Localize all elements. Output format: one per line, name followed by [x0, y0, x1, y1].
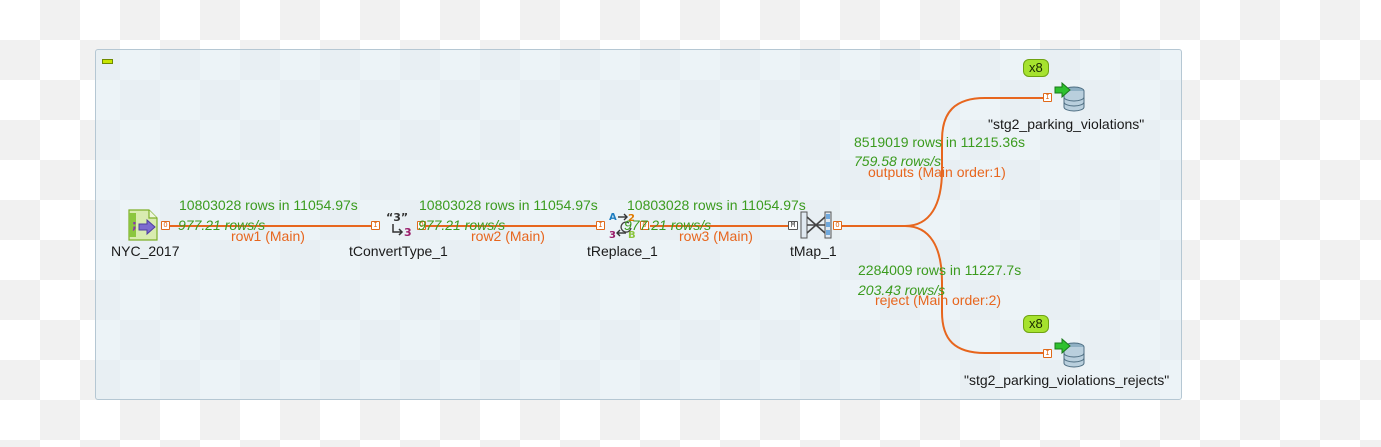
outputs-wire[interactable] [842, 97, 1044, 227]
parallel-badge-rejects: x8 [1023, 315, 1049, 333]
tmap-icon[interactable] [800, 209, 832, 241]
component-label-convert: tConvertType_1 [349, 243, 448, 259]
replace-output-port[interactable]: O [640, 221, 649, 230]
svg-text:;: ; [132, 218, 137, 232]
tmap-main-input-port[interactable]: M [788, 221, 798, 230]
file-input-icon[interactable]: ; [127, 209, 159, 241]
component-label-rejects: "stg2_parking_violations_rejects" [964, 372, 1170, 388]
row2-link-name[interactable]: row2 (Main) [471, 228, 545, 244]
component-label-tmap: tMap_1 [790, 243, 837, 259]
row2-rate: 977.21 rows/s [418, 217, 506, 233]
subjob-collapse-handle[interactable] [102, 59, 113, 64]
tmap-output-port[interactable]: O [833, 221, 842, 230]
outputs-stats: 8519019 rows in 11215.36s [854, 134, 1025, 150]
replace-input-port[interactable]: I [596, 221, 605, 230]
svg-text:2: 2 [628, 213, 635, 224]
row1-link-name[interactable]: row1 (Main) [231, 228, 305, 244]
svg-text:“3”: “3” [386, 211, 408, 224]
reject-link-name[interactable]: reject (Main order:2) [875, 292, 1002, 308]
convert-type-icon[interactable]: “3” 3 [382, 209, 414, 241]
nyc-output-port[interactable]: O [161, 221, 170, 230]
row1-stats: 10803028 rows in 11054.97s [179, 197, 358, 213]
svg-text:3: 3 [609, 230, 616, 241]
row2-stats: 10803028 rows in 11054.97s [419, 197, 598, 213]
reject-wire[interactable] [842, 225, 1044, 354]
row3-stats: 10803028 rows in 11054.97s [627, 197, 806, 213]
svg-text:B: B [628, 230, 636, 241]
component-label-nyc: NYC_2017 [111, 243, 180, 259]
database-output-icon[interactable] [1054, 337, 1086, 368]
row3-link-name[interactable]: row3 (Main) [679, 228, 753, 244]
parallel-badge-output: x8 [1023, 59, 1049, 77]
output-db-input-port[interactable]: I [1043, 93, 1052, 102]
reject-stats: 2284009 rows in 11227.7s [858, 262, 1022, 278]
svg-text:A: A [609, 212, 617, 223]
svg-text:3: 3 [404, 226, 412, 239]
component-label-output: "stg2_parking_violations" [988, 116, 1145, 132]
component-label-replace: tReplace_1 [587, 243, 658, 259]
reject-rate: 203.43 rows/s [858, 282, 946, 298]
convert-output-port[interactable]: O [417, 221, 426, 230]
convert-input-port[interactable]: I [371, 221, 380, 230]
rejects-db-input-port[interactable]: I [1043, 349, 1052, 358]
outputs-rate: 759.58 rows/s [854, 153, 942, 169]
row3-rate: 977.21 rows/s [624, 217, 712, 233]
replace-icon[interactable]: A 2 3 B [606, 209, 638, 241]
database-output-icon[interactable] [1054, 81, 1086, 112]
outputs-link-name[interactable]: outputs (Main order:1) [868, 164, 1006, 180]
row1-rate: 977.21 rows/s [178, 217, 266, 233]
job-design-canvas[interactable] [95, 49, 1182, 400]
